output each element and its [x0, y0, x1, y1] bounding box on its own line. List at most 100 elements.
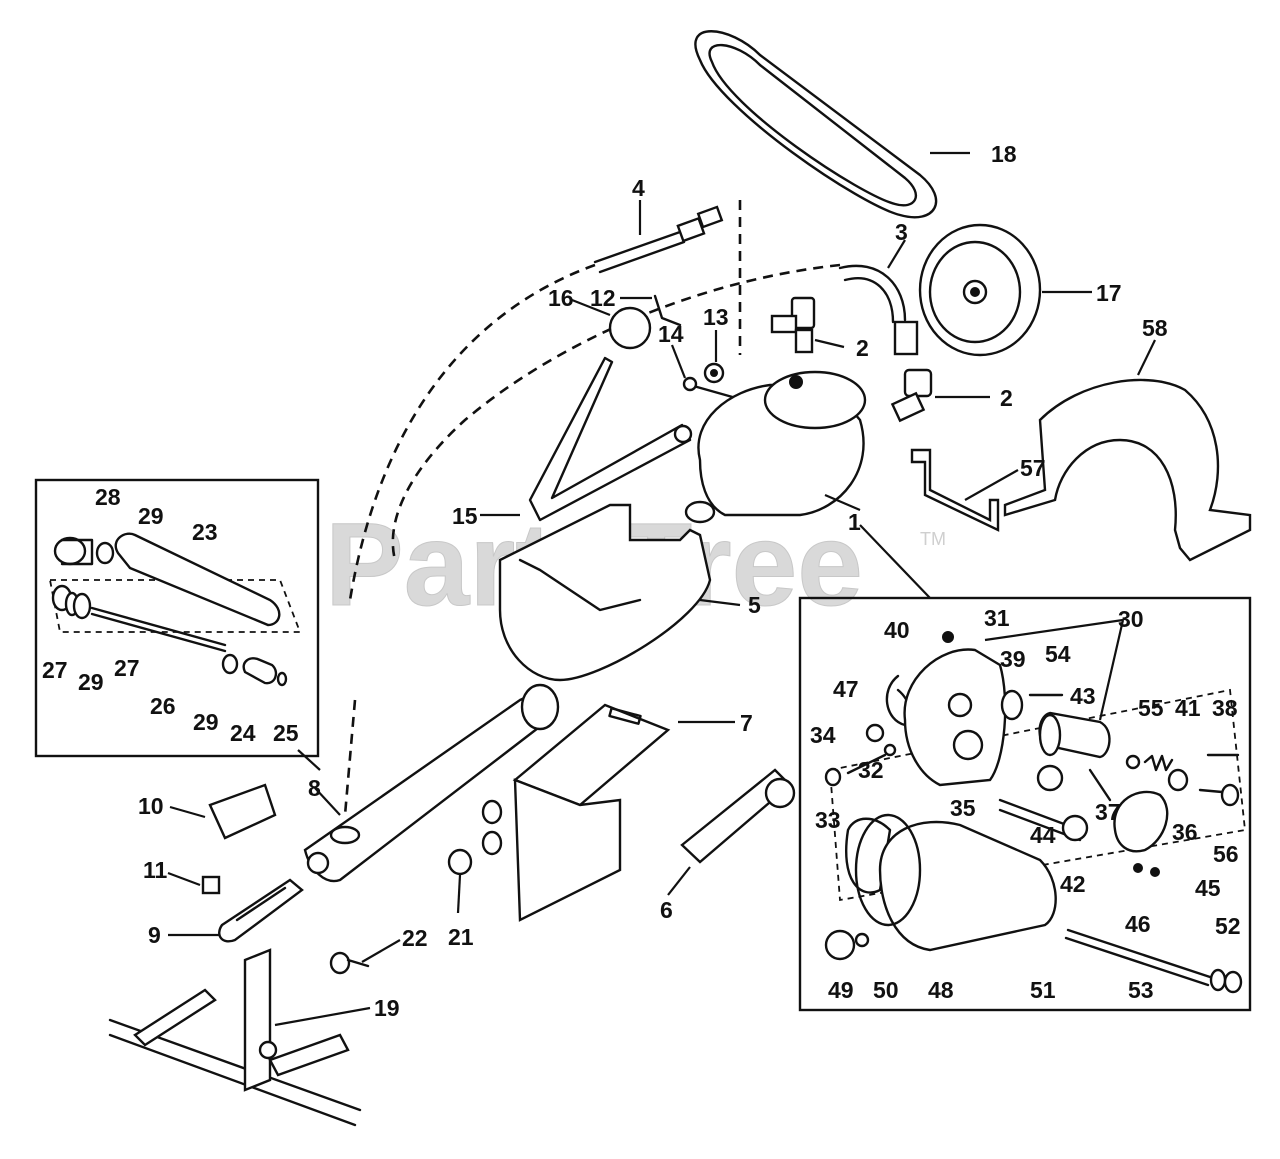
- part-10-clip[interactable]: [208, 783, 277, 840]
- callout-41: 41: [1175, 695, 1201, 721]
- part-21-bushing[interactable]: [447, 848, 473, 876]
- part-31-dot[interactable]: [942, 631, 954, 643]
- inset-dashed-group-left: [48, 579, 302, 633]
- part-17-pulley[interactable]: [918, 223, 1042, 357]
- part-29-oring-lower[interactable]: [221, 653, 239, 675]
- part-22-pin[interactable]: [329, 951, 370, 975]
- callout-40: 40: [884, 617, 910, 643]
- part-29-oring-upper[interactable]: [95, 541, 115, 565]
- part-2-fitting-upper[interactable]: [770, 296, 816, 354]
- callout-50: 50: [873, 977, 899, 1003]
- part-14-bolt[interactable]: [682, 376, 738, 400]
- part-37-shaft[interactable]: [1088, 768, 1112, 802]
- callout-4: 4: [632, 175, 645, 201]
- part-6-link-arm[interactable]: [680, 768, 796, 864]
- part-9-slotted-link[interactable]: [218, 878, 304, 943]
- callout-15: 15: [452, 503, 478, 529]
- callout-9: 9: [148, 922, 161, 948]
- leader-lines: [167, 151, 1156, 1027]
- part-26-piston-rod[interactable]: [90, 606, 227, 653]
- part-48-reservoir[interactable]: [854, 813, 1057, 952]
- part-8-hydraulic-cylinder[interactable]: [303, 683, 560, 883]
- callout-38: 38: [1212, 695, 1238, 721]
- callout-13: 13: [703, 304, 729, 330]
- callout-27-right: 27: [114, 655, 140, 681]
- callout-23: 23: [192, 519, 218, 545]
- callout-11: 11: [143, 857, 168, 883]
- callout-46: 46: [1125, 911, 1151, 937]
- callout-8: 8: [308, 775, 321, 801]
- callout-1: 1: [848, 509, 861, 535]
- part-13-washer[interactable]: [703, 362, 725, 384]
- part-49-cap[interactable]: [824, 929, 856, 961]
- callout-47: 47: [833, 676, 859, 702]
- callout-6: 6: [660, 897, 673, 923]
- part-44-gear[interactable]: [1036, 764, 1089, 842]
- part-51-tie-rod[interactable]: [1064, 928, 1212, 987]
- part-32-ball[interactable]: [883, 743, 897, 757]
- callout-5: 5: [748, 592, 761, 618]
- part-15-bracket-arm[interactable]: [528, 356, 693, 522]
- part-2-fitting-elbow[interactable]: [890, 368, 933, 423]
- part-46-dowel-pins[interactable]: [1133, 863, 1160, 877]
- part-7-bracket-plate[interactable]: [512, 703, 671, 922]
- callout-32: 32: [858, 757, 884, 783]
- part-36-plug[interactable]: [1167, 768, 1189, 792]
- part-19-linkage-assembly[interactable]: [108, 948, 362, 1127]
- part-50-gasket[interactable]: [854, 932, 870, 948]
- callout-54: 54: [1045, 641, 1071, 667]
- callout-3: 3: [895, 219, 908, 245]
- callout-37: 37: [1095, 799, 1121, 825]
- part-5-mounting-bracket[interactable]: [498, 503, 712, 682]
- part-27-piston-ring-b[interactable]: [72, 592, 92, 620]
- callout-18: 18: [991, 141, 1017, 167]
- part-57-bracket[interactable]: [910, 448, 1000, 532]
- callout-17: 17: [1096, 280, 1122, 306]
- part-34-plug[interactable]: [824, 767, 842, 787]
- part-12-rod[interactable]: [653, 294, 682, 327]
- callout-53: 53: [1128, 977, 1154, 1003]
- callout-16: 16: [548, 285, 574, 311]
- part-56-bolt[interactable]: [1198, 783, 1240, 807]
- part-47-washer[interactable]: [865, 723, 885, 743]
- part-25-seal[interactable]: [276, 671, 288, 687]
- watermark-trademark: TM: [920, 529, 946, 549]
- part-52-nut[interactable]: [1223, 970, 1243, 994]
- callout-30: 30: [1118, 606, 1144, 632]
- callout-51: 51: [1030, 977, 1056, 1003]
- inset-dashed-group-right: [829, 688, 1246, 902]
- part-24-gland[interactable]: [242, 657, 278, 685]
- callout-10: 10: [138, 793, 164, 819]
- part-53-washer[interactable]: [1209, 968, 1227, 992]
- inset-box-pump-parts: [798, 596, 1252, 1012]
- callout-52: 52: [1215, 913, 1241, 939]
- part-30-pump-body[interactable]: [903, 648, 1007, 787]
- callout-34: 34: [810, 722, 836, 748]
- callout-22: 22: [402, 925, 428, 951]
- part-39-oring[interactable]: [1000, 689, 1024, 721]
- part-45-cover-plate[interactable]: [1113, 790, 1169, 853]
- callout-35: 35: [950, 795, 976, 821]
- callout-26: 26: [150, 693, 176, 719]
- part-23-cylinder-tube[interactable]: [114, 532, 281, 627]
- callout-36: 36: [1172, 819, 1198, 845]
- part-33-spring[interactable]: [846, 753, 887, 775]
- bushing-pair[interactable]: [481, 799, 503, 856]
- part-3-return-hose[interactable]: [838, 264, 919, 356]
- part-58-belt-guard[interactable]: [1003, 378, 1252, 562]
- part-55-ball[interactable]: [1125, 754, 1141, 770]
- callout-43: 43: [1070, 683, 1096, 709]
- part-4-hose-fitting[interactable]: [593, 205, 724, 274]
- callout-12: 12: [590, 285, 616, 311]
- callout-24: 24: [230, 720, 256, 746]
- part-1-pump-assembly[interactable]: [684, 370, 867, 524]
- part-18-drive-belt[interactable]: [694, 30, 938, 219]
- part-43-rotor[interactable]: [1038, 711, 1111, 759]
- callout-44: 44: [1030, 822, 1056, 848]
- part-28-end-cap[interactable]: [53, 536, 94, 566]
- callout-25: 25: [273, 720, 299, 746]
- part-11-nut[interactable]: [201, 875, 221, 895]
- part-41-spring[interactable]: [1143, 754, 1174, 772]
- part-35-gasket[interactable]: [845, 817, 892, 894]
- part-16-grommet[interactable]: [608, 306, 652, 350]
